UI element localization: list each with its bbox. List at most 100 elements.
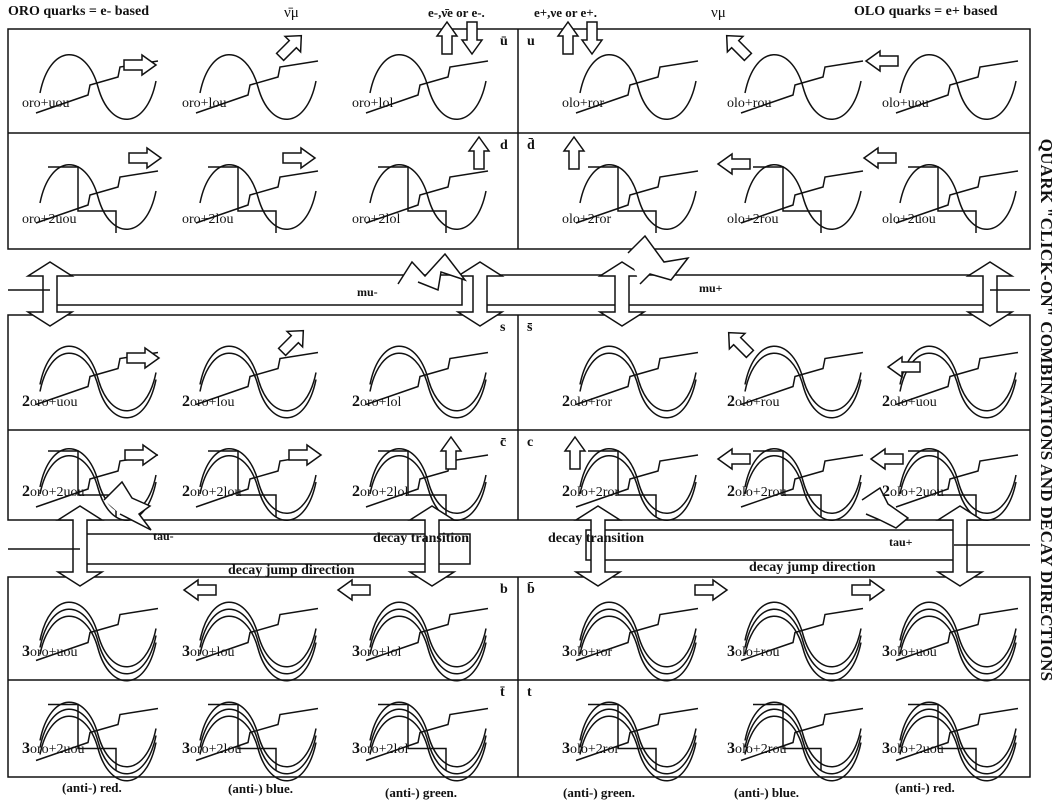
arrow-shape <box>719 28 756 65</box>
cell-label-text: olo+rou <box>735 395 779 410</box>
arrow-up <box>441 437 461 469</box>
cell-label-prefix: 3 <box>562 643 570 660</box>
cell-label: 3olo+2ror <box>562 741 619 757</box>
cell-label: 2oro+2lou <box>182 484 241 500</box>
arrow-right <box>852 580 884 600</box>
cell-label: 2oro+lou <box>182 394 234 410</box>
arrow-down <box>462 22 482 54</box>
quark-wave <box>576 602 698 681</box>
arrow-up <box>469 137 489 169</box>
header-oro-label: ORO quarks = e- based <box>8 5 149 19</box>
cell-label-text: olo+2uou <box>890 485 944 500</box>
cell-label: 2olo+2ror <box>562 484 619 500</box>
arrow-shape <box>721 325 758 362</box>
arrow-up <box>564 137 584 169</box>
row-flag-left: t̄ <box>500 686 505 700</box>
cell-label-text: olo+2rou <box>727 212 778 227</box>
header-olo-label: OLO quarks = e+ based <box>854 5 998 19</box>
cell-label: oro+lol <box>352 97 393 111</box>
arrow-right <box>129 148 161 168</box>
cell-label-text: oro+lol <box>360 645 401 660</box>
cell-label-text: oro+lou <box>190 395 234 410</box>
cell-label-prefix: 2 <box>727 483 735 500</box>
cell-label-text: olo+2rou <box>735 742 786 757</box>
quark-wave <box>36 602 158 681</box>
cell-label-prefix: 2 <box>22 483 30 500</box>
cell-label: olo+2rou <box>727 213 778 227</box>
arrow-up <box>565 437 585 469</box>
footer-anti-green-right: (anti-) green. <box>563 786 635 799</box>
cell-label-text: oro+2lol <box>360 485 408 500</box>
cell-label-prefix: 2 <box>182 393 190 410</box>
cell-label-text: olo+ror <box>570 395 612 410</box>
cell-label-text: oro+uou <box>30 395 78 410</box>
cell-label-text: oro+2lol <box>360 742 408 757</box>
cell-label: 3oro+uou <box>22 644 78 660</box>
row-flag-left: d <box>500 139 508 153</box>
cell-label-text: olo+2ror <box>562 212 611 227</box>
cell-label-prefix: 2 <box>352 393 360 410</box>
cell-label-prefix: 3 <box>182 740 190 757</box>
cell-label-prefix: 3 <box>352 740 360 757</box>
cell-label-text: olo+rou <box>727 96 771 111</box>
cell-label-text: olo+2ror <box>570 742 619 757</box>
row-flag-left: ū <box>500 35 508 49</box>
cell-label-text: olo+ror <box>562 96 604 111</box>
row-flag-right: c <box>527 436 533 450</box>
cell-label: olo+ror <box>562 97 604 111</box>
arrow-right <box>289 445 321 465</box>
wave-curve <box>745 609 861 674</box>
arrow-up-right <box>272 28 309 65</box>
arrow-left <box>718 154 750 174</box>
zigzag-tau-minus <box>104 482 151 530</box>
cell-label: oro+2uou <box>22 213 77 227</box>
wave-curve <box>580 609 696 674</box>
arrow-right <box>695 580 727 600</box>
arrow-left <box>866 51 898 71</box>
arrow-up-left <box>719 28 756 65</box>
band-tau-plus: tau+ <box>889 536 913 548</box>
cell-label-prefix: 2 <box>182 483 190 500</box>
cell-label: oro+lou <box>182 97 226 111</box>
quark-wave <box>896 602 1018 681</box>
cell-label-text: olo+uou <box>890 645 937 660</box>
wave-curve <box>370 609 486 674</box>
cell-label-text: olo+2uou <box>890 742 944 757</box>
cell-label-text: oro+lou <box>182 96 226 111</box>
cell-label: 3oro+2lol <box>352 741 408 757</box>
band-mu-minus: mu- <box>357 286 378 298</box>
cell-label: oro+2lou <box>182 213 233 227</box>
footer-anti-green-left: (anti-) green. <box>385 786 457 799</box>
arrow-shape <box>272 28 309 65</box>
cell-label: oro+uou <box>22 97 70 111</box>
cell-label-text: olo+ror <box>570 645 612 660</box>
cell-label: 3olo+rou <box>727 644 779 660</box>
cell-label-prefix: 3 <box>22 643 30 660</box>
arrow-left <box>184 580 216 600</box>
cell-label-text: olo+rou <box>735 645 779 660</box>
band-decay-jump-right: decay jump direction <box>749 561 876 575</box>
cell-label: 3olo+2rou <box>727 741 786 757</box>
row-flag-right: b̄ <box>527 583 535 597</box>
cell-label-prefix: 2 <box>562 483 570 500</box>
cell-label-prefix: 2 <box>562 393 570 410</box>
cell-label: 3oro+lol <box>352 644 401 660</box>
cell-label: 2oro+2uou <box>22 484 85 500</box>
band-decay-jump-left: decay jump direction <box>228 564 355 578</box>
cell-label: olo+uou <box>882 97 929 111</box>
cell-label-text: oro+2lou <box>190 485 241 500</box>
cell-label-text: olo+uou <box>890 395 937 410</box>
direction-arrows <box>28 22 1012 600</box>
cell-label-text: oro+2lou <box>182 212 233 227</box>
footer-anti-blue-left: (anti-) blue. <box>228 782 293 795</box>
mu-plus-bar <box>626 275 990 305</box>
panel-bottom <box>8 577 1030 777</box>
mu-gap-bar <box>482 275 622 305</box>
cell-label-text: oro+lol <box>360 395 401 410</box>
cell-label: 3olo+2uou <box>882 741 944 757</box>
cell-label-text: olo+2rou <box>735 485 786 500</box>
row-flag-left: b <box>500 583 508 597</box>
quark-wave <box>196 602 318 681</box>
arrow-left <box>871 449 903 469</box>
row-flag-right: s̄ <box>527 321 532 335</box>
